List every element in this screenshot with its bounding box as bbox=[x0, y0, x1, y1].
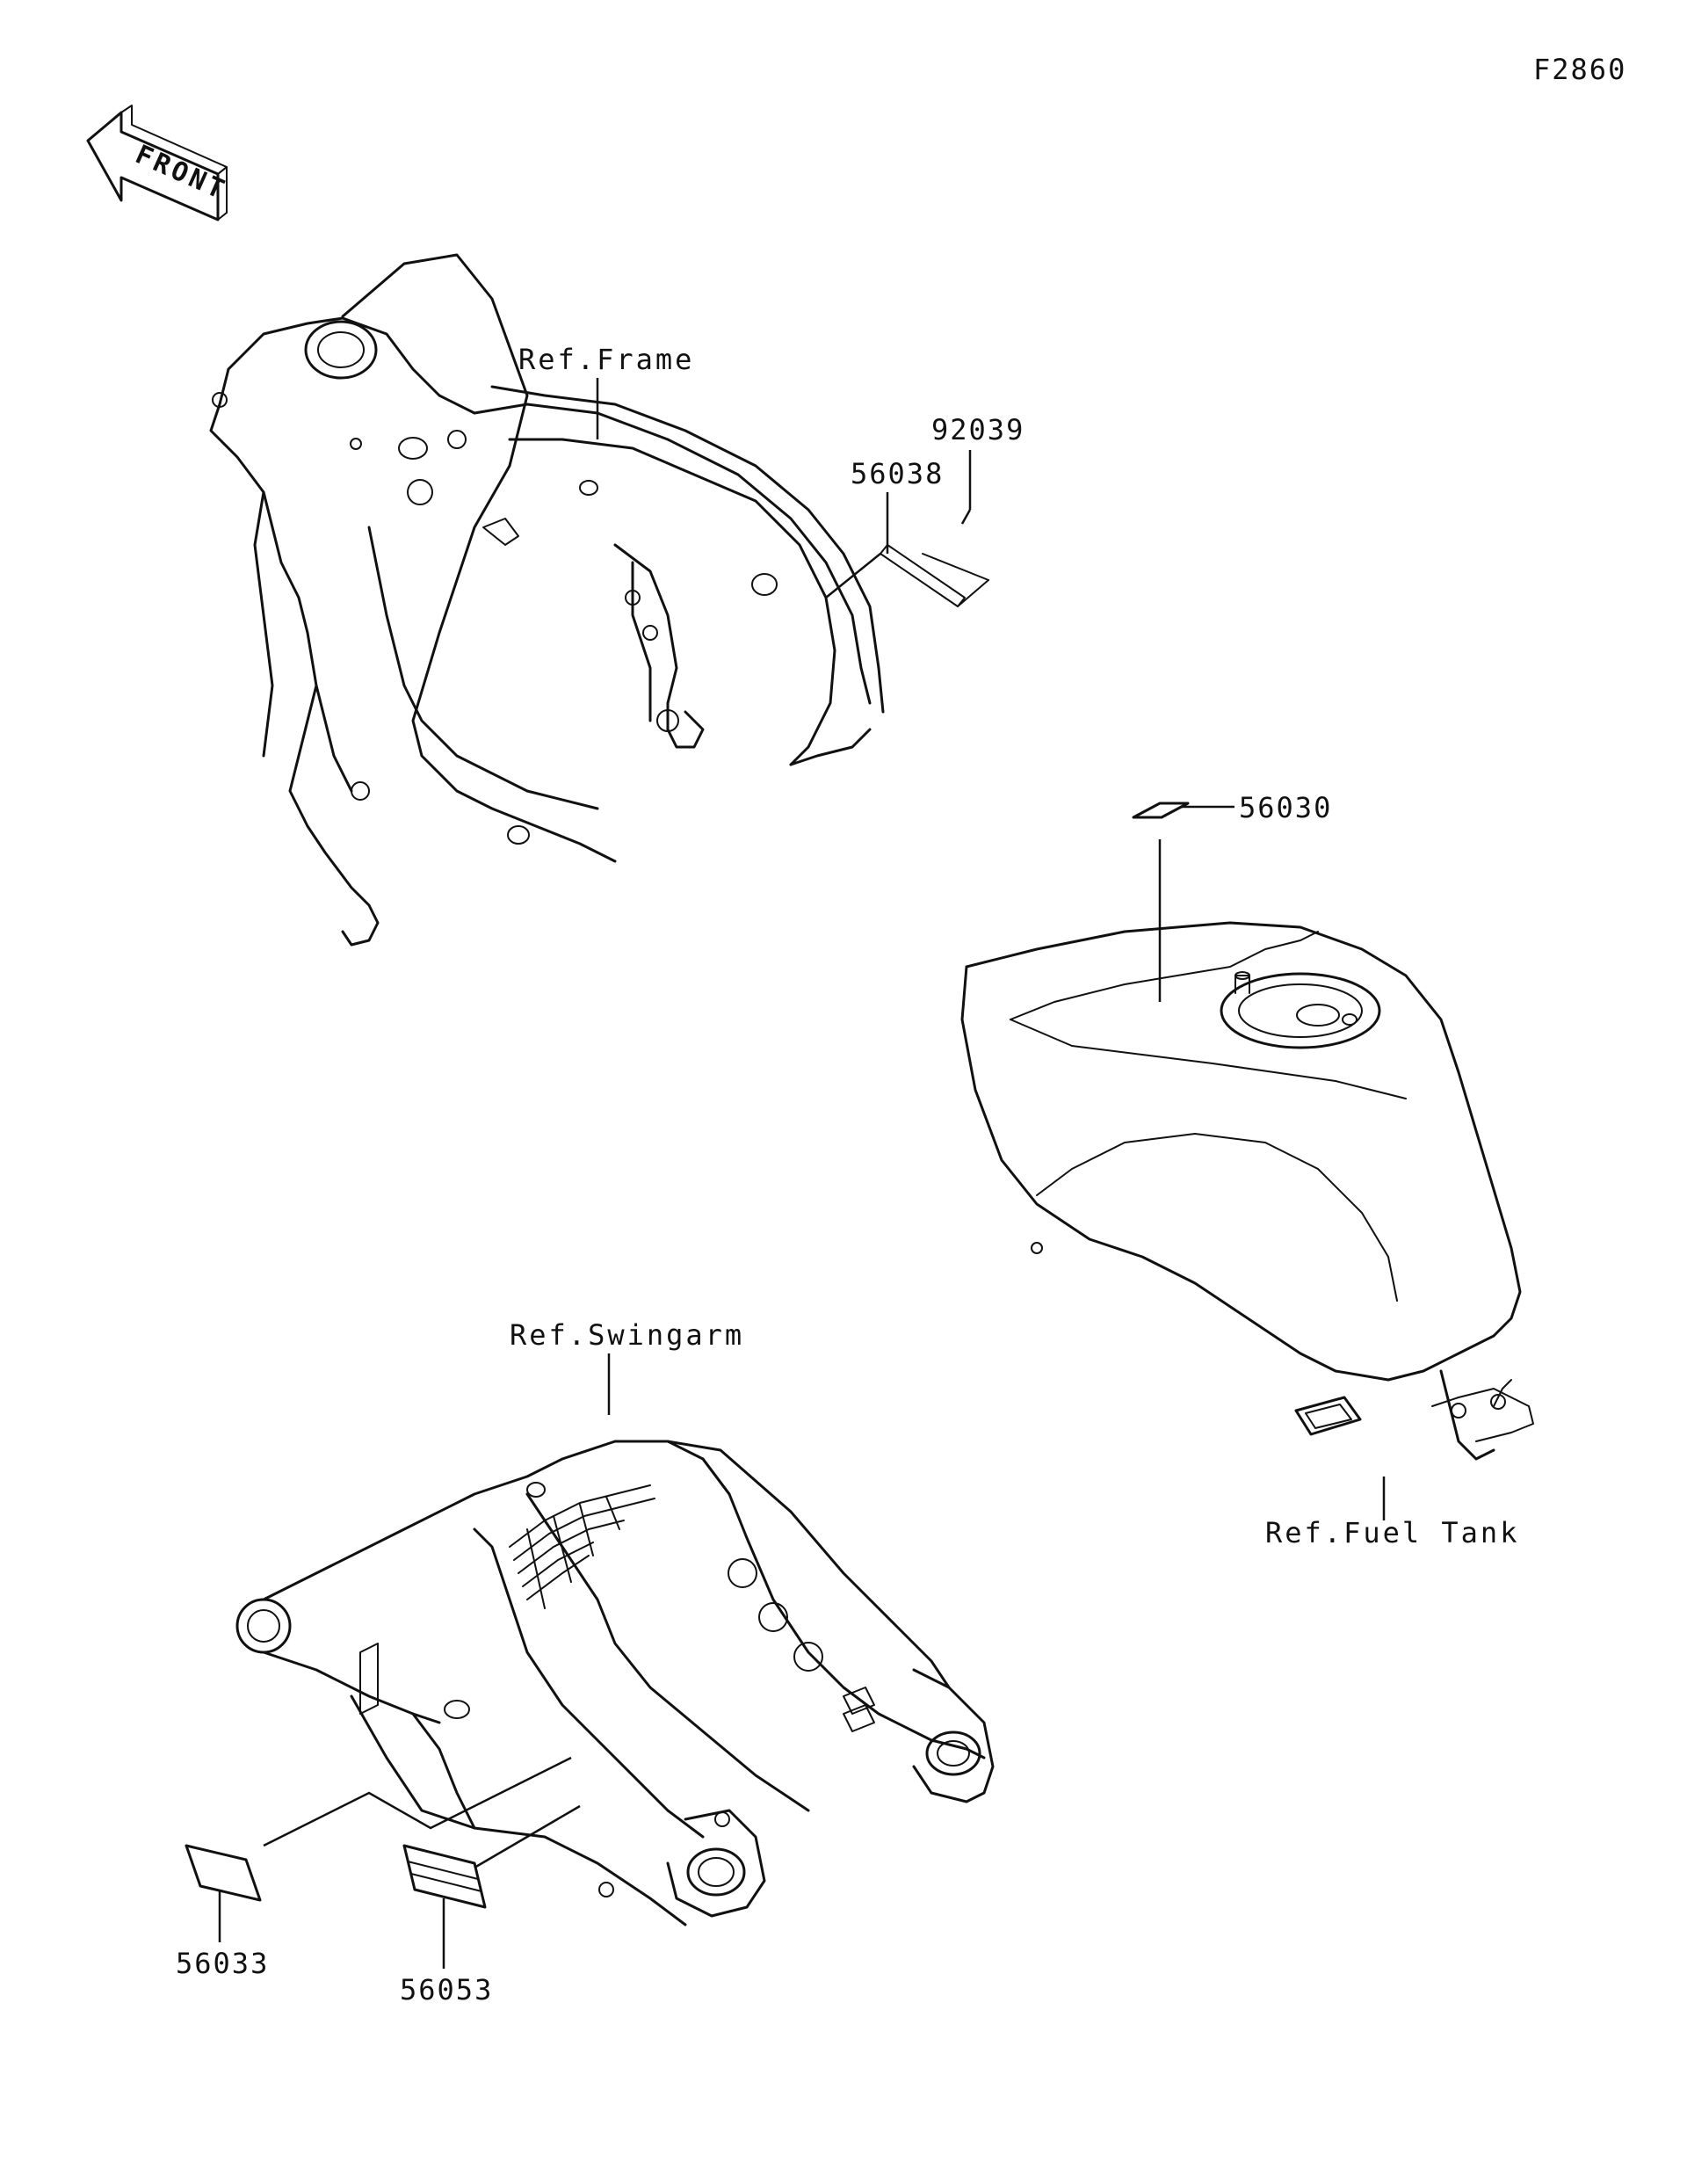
part-56053-leader bbox=[474, 1804, 581, 1869]
fuel-tank-illustration bbox=[960, 921, 1534, 1461]
swingarm-illustration bbox=[235, 1440, 995, 1926]
frame-illustration bbox=[209, 253, 885, 947]
front-arrow-icon: FRONT bbox=[86, 105, 232, 221]
front-arrow-label: FRONT bbox=[131, 139, 232, 207]
swingarm-mesh-pattern bbox=[509, 1484, 655, 1609]
figure-code: F2860 bbox=[1533, 53, 1626, 86]
part-56030-label: 56030 bbox=[1239, 791, 1332, 824]
ref-swingarm-label: Ref.Swingarm bbox=[510, 1318, 744, 1352]
part-56033-leader bbox=[263, 1756, 572, 1847]
part-56033-label: 56033 bbox=[176, 1947, 269, 1980]
part-56038-label: 56038 bbox=[851, 457, 944, 490]
part-56033-label-icon bbox=[185, 1844, 262, 1902]
part-92039-label: 92039 bbox=[931, 413, 1025, 446]
ref-fuel-tank-label: Ref.Fuel Tank bbox=[1265, 1516, 1519, 1549]
part-56053-label: 56053 bbox=[400, 1973, 493, 2006]
part-56053-label-icon bbox=[402, 1844, 487, 1909]
ref-frame-label: Ref.Frame bbox=[518, 343, 694, 376]
part-56030-label-icon bbox=[1132, 802, 1190, 819]
part-56038-clamp-icon bbox=[880, 544, 989, 607]
